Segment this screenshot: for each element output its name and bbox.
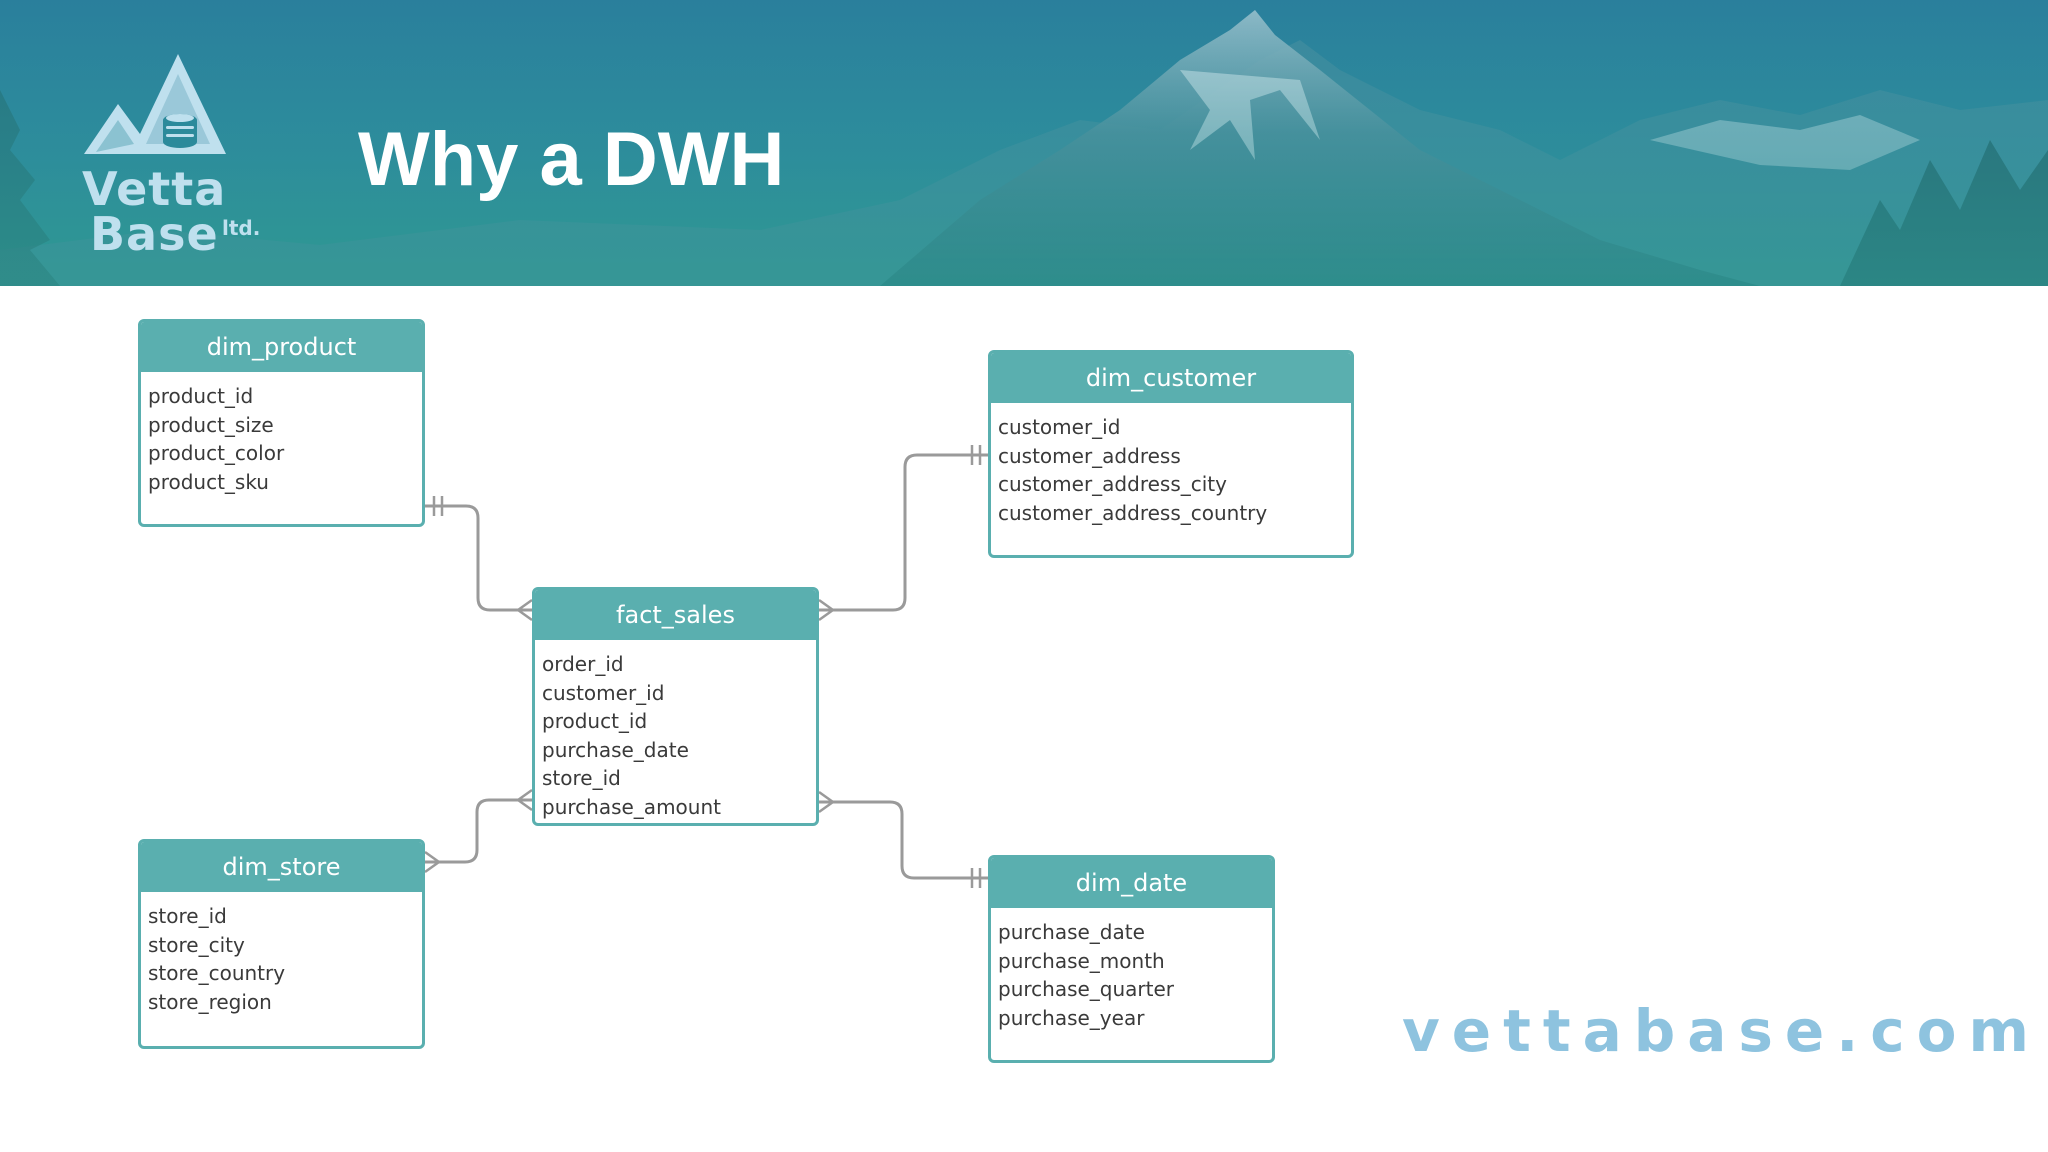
field-row: purchase_year — [998, 1005, 1145, 1030]
field-row: purchase_month — [998, 948, 1165, 973]
entity-fact-sales[interactable]: fact_sales order_id customer_id product_… — [532, 587, 819, 826]
field-row: store_id — [148, 904, 227, 928]
field-row: purchase_amount — [542, 794, 721, 819]
field-row: store_region — [148, 989, 272, 1014]
logo-text-base: Base — [90, 207, 219, 261]
entity-dim-date[interactable]: dim_date purchase_date purchase_month pu… — [988, 855, 1275, 1063]
page-title: Why a DWH — [358, 117, 785, 202]
relationship-store-sales — [425, 798, 532, 864]
field-list: purchase_date purchase_month purchase_qu… — [991, 908, 1272, 1032]
field-row: product_id — [148, 384, 254, 408]
entity-title: dim_date — [991, 858, 1272, 908]
logo-text-vetta: Vetta — [82, 162, 227, 216]
entity-dim-customer[interactable]: dim_customer customer_id customer_addres… — [988, 350, 1354, 558]
logo-text-ltd: ltd. — [222, 216, 261, 240]
field-row: customer_id — [542, 680, 665, 705]
relationship-product-sales — [425, 504, 532, 612]
field-list: order_id customer_id product_id purchase… — [535, 640, 816, 821]
header-banner: Vetta Base ltd. Why a DWH — [0, 0, 2048, 286]
many-marker-sales-customer — [818, 598, 836, 622]
field-row: product_color — [148, 441, 285, 465]
field-row: purchase_date — [542, 737, 689, 762]
field-row: product_size — [148, 412, 274, 437]
many-marker-sales-date — [818, 790, 836, 814]
field-row: store_country — [148, 961, 286, 985]
field-row: product_sku — [148, 469, 269, 494]
field-list: customer_id customer_address customer_ad… — [991, 403, 1351, 527]
field-row: purchase_quarter — [998, 977, 1175, 1001]
field-row: purchase_date — [998, 920, 1145, 944]
entity-title: dim_store — [141, 842, 422, 892]
many-marker-sales-product — [515, 598, 533, 622]
field-row: customer_id — [998, 415, 1121, 439]
field-row: store_id — [542, 766, 621, 790]
entity-dim-store[interactable]: dim_store store_id store_city store_coun… — [138, 839, 425, 1049]
mountain-background — [0, 0, 2048, 286]
field-row: customer_address_country — [998, 500, 1268, 525]
many-marker-sales-store — [515, 788, 533, 812]
many-marker-store — [424, 850, 442, 874]
field-row: customer_address — [998, 443, 1181, 468]
field-list: store_id store_city store_country store_… — [141, 892, 422, 1016]
website-link[interactable]: vettabase.com — [1402, 997, 2041, 1065]
one-marker-date — [970, 868, 982, 888]
one-marker-product — [432, 496, 444, 516]
field-row: customer_address_city — [998, 472, 1227, 496]
relationship-date-sales — [819, 800, 988, 880]
entity-title: dim_product — [141, 322, 422, 372]
field-row: store_city — [148, 932, 245, 957]
entity-title: dim_customer — [991, 353, 1351, 403]
field-list: product_id product_size product_color pr… — [141, 372, 422, 496]
entity-dim-product[interactable]: dim_product product_id product_size prod… — [138, 319, 425, 527]
one-marker-customer — [970, 445, 982, 465]
field-row: order_id — [542, 652, 624, 676]
field-row: product_id — [542, 709, 648, 733]
mountain-database-icon — [84, 54, 226, 154]
relationship-customer-sales — [819, 453, 988, 612]
entity-title: fact_sales — [535, 590, 816, 640]
